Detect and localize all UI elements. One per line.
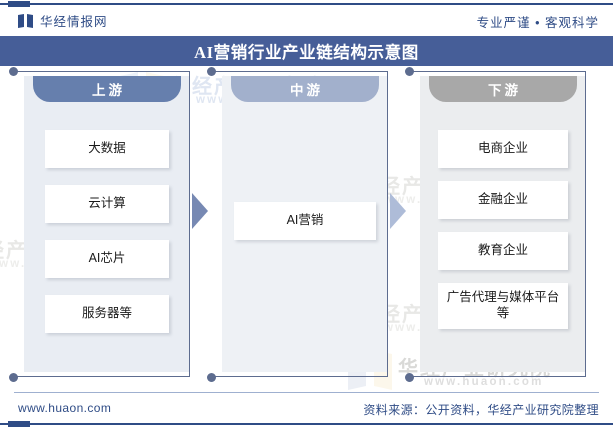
watermark-url: www.huaon.com: [424, 376, 544, 388]
arrow-midstream-to-downstream: [390, 193, 406, 229]
footer-site-url[interactable]: www.huaon.com: [18, 401, 112, 415]
frame-dot: [9, 372, 18, 382]
stage-item-card[interactable]: 金融企业: [438, 181, 568, 219]
chart-title-band: AI营销行业产业链结构示意图: [0, 36, 613, 66]
brand-tagline: 专业严谨 • 客观科学: [476, 16, 599, 30]
frame-dot: [9, 66, 18, 76]
frame-dot: [405, 66, 414, 76]
footer-divider: [14, 392, 599, 393]
book-icon: [18, 13, 33, 28]
stage-item-card[interactable]: 广告代理与媒体平台等: [438, 283, 568, 329]
bottom-accent-rule-cap: [8, 421, 30, 427]
brand-header: 华经情报网 专业严谨 • 客观科学: [0, 8, 613, 34]
stage-header-midstream: 中游: [231, 76, 379, 102]
page-title: AI营销行业产业链结构示意图: [194, 43, 419, 62]
brand-lockup: 华经情报网: [18, 11, 108, 30]
page-footer: www.huaon.com 资料来源：公开资料，华经产业研究院整理: [0, 392, 613, 428]
stage-item-card[interactable]: 服务器等: [45, 295, 169, 333]
stage-item-card[interactable]: 大数据: [45, 130, 169, 168]
frame-dot: [405, 372, 414, 382]
stage-item-card[interactable]: 云计算: [45, 185, 169, 223]
footer-source-note: 资料来源：公开资料，华经产业研究院整理: [363, 403, 599, 417]
stage-frame-upstream: [9, 66, 190, 382]
top-accent-rule: [0, 3, 613, 5]
stage-header-upstream: 上游: [33, 76, 181, 102]
stage-header-downstream: 下游: [429, 76, 577, 102]
frame-dot: [207, 372, 216, 382]
brand-name: 华经情报网: [40, 15, 108, 29]
frame-dot: [207, 66, 216, 76]
bottom-accent-rule: [0, 423, 613, 425]
stage-frame-midstream: [207, 66, 388, 382]
stage-frame-downstream: [405, 66, 586, 382]
diagram-canvas: 华经产业研究院 www.huaon.com 华经产业研究院 www.huaon.…: [0, 66, 613, 392]
stage-item-card[interactable]: AI营销: [234, 202, 376, 240]
stage-item-card[interactable]: 教育企业: [438, 232, 568, 270]
top-accent-rule-cap: [8, 1, 30, 7]
stage-item-card[interactable]: 电商企业: [438, 130, 568, 168]
arrow-upstream-to-midstream: [192, 193, 208, 229]
stage-item-card[interactable]: AI芯片: [45, 240, 169, 278]
